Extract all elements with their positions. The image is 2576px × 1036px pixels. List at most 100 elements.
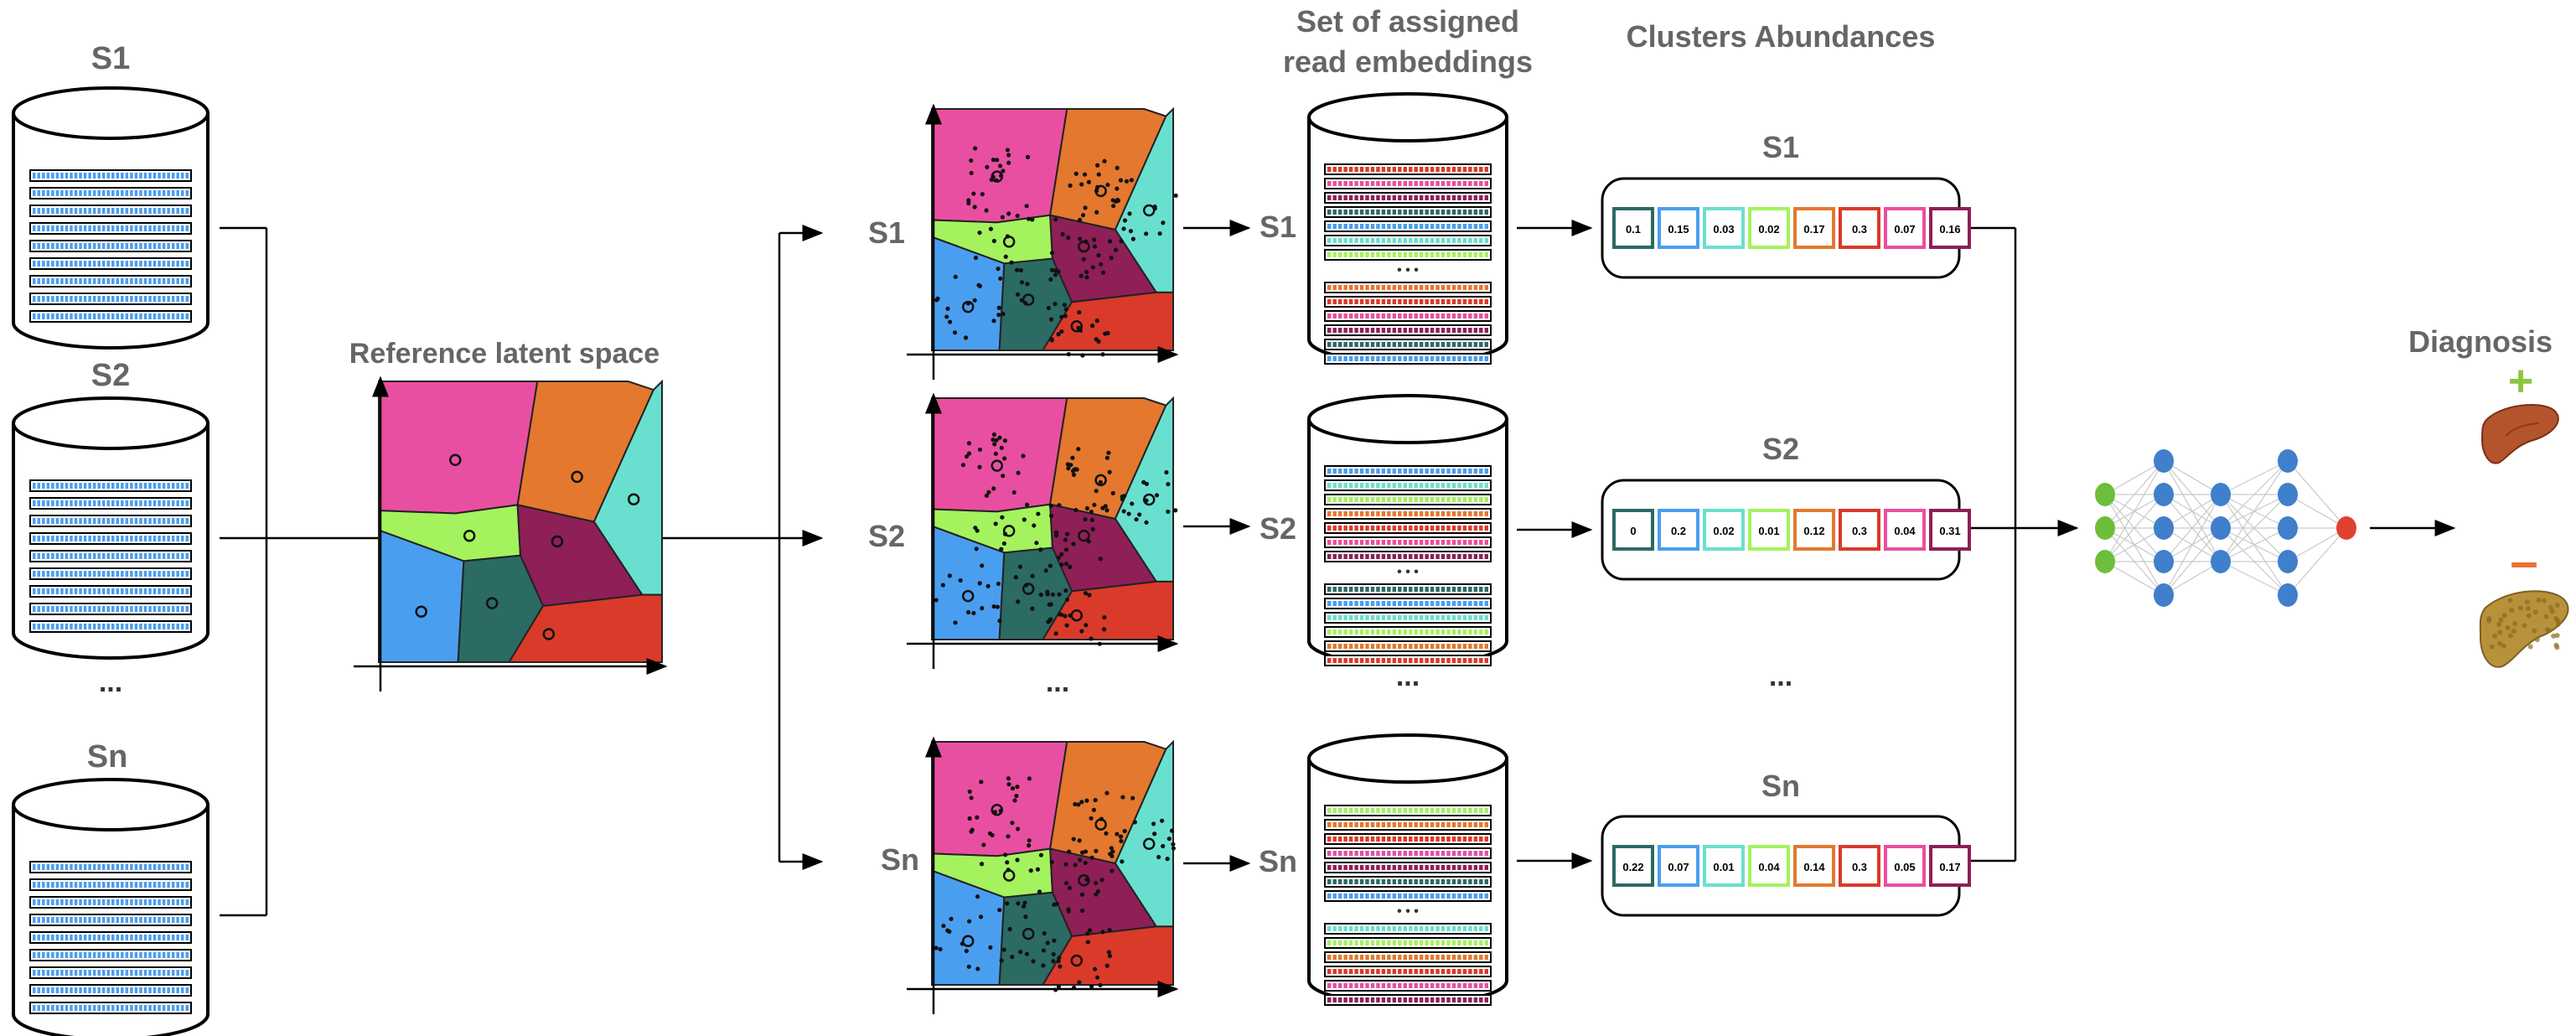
row-cell: [116, 296, 120, 302]
row-cell: [1419, 587, 1424, 592]
read-point: [1042, 930, 1047, 936]
row-cell: [1403, 483, 1407, 488]
liver-nodule: [2489, 644, 2495, 650]
row-cell: [1457, 554, 1461, 559]
row-cell: [1387, 469, 1391, 474]
abundance-cell: 0.01: [1748, 509, 1790, 551]
row-cell: [1473, 865, 1478, 870]
row-cell: [1348, 554, 1353, 559]
row-cell: [139, 970, 142, 976]
row-cell: [1425, 299, 1429, 304]
row-cell: [88, 261, 91, 267]
row-cell: [60, 500, 64, 506]
row-cell: [65, 588, 69, 594]
row-cell: [1409, 299, 1413, 304]
row-cell: [92, 952, 96, 958]
network-edge: [2163, 494, 2222, 596]
read-point: [975, 966, 980, 971]
embedding-row: [29, 861, 192, 873]
network-edge: [2163, 561, 2222, 596]
row-cell: [51, 882, 54, 888]
row-cell: [1370, 629, 1375, 635]
row-cell: [74, 917, 78, 923]
abundance-cell-border: [1929, 845, 1971, 887]
row-cell: [1441, 955, 1446, 960]
row-cell: [1348, 285, 1353, 290]
read-point: [1021, 904, 1027, 909]
row-cell: [171, 571, 175, 577]
row-cell: [1354, 238, 1358, 243]
row-cell: [33, 296, 36, 302]
row-cell: [1479, 837, 1483, 842]
row-cell: [167, 208, 170, 214]
row-cell: [111, 987, 115, 993]
mid-label-sn: Sn: [1259, 844, 1297, 878]
read-point: [1030, 573, 1035, 578]
row-cell: [148, 970, 152, 976]
read-point: [1089, 636, 1094, 641]
row-cell: [1387, 587, 1391, 592]
row-cell: [1337, 210, 1342, 215]
row-cell: [1441, 299, 1446, 304]
read-point: [979, 862, 985, 867]
row-cell: [167, 606, 170, 612]
row-cell: [70, 208, 73, 214]
row-cell: [1376, 865, 1380, 870]
row-cell: [1435, 808, 1440, 813]
row-cell: [125, 553, 129, 559]
row-cell: [1392, 526, 1397, 531]
row-cell: [1398, 808, 1402, 813]
read-point: [1094, 319, 1099, 324]
row-cell: [1376, 167, 1380, 172]
input-neuron: [2095, 550, 2115, 573]
row-cell: [1332, 587, 1337, 592]
row-cell: [1409, 940, 1413, 945]
read-point: [1094, 880, 1099, 886]
row-cell: [1419, 822, 1424, 827]
read-point: [1059, 314, 1064, 319]
cluster-centroid: [991, 459, 1004, 472]
row-cell: [1354, 879, 1358, 884]
row-cell: [148, 899, 152, 905]
row-cell: [1425, 285, 1429, 290]
row-cell: [153, 624, 157, 629]
read-point: [1022, 517, 1027, 522]
row-cell: [1381, 328, 1386, 333]
row-cell: [83, 278, 87, 284]
read-point: [934, 598, 939, 603]
row-cell: [1376, 497, 1380, 502]
row-cell: [97, 296, 101, 302]
row-cell: [1441, 526, 1446, 531]
row-cell: [1419, 181, 1424, 186]
row-cell: [79, 1005, 82, 1011]
row-cell: [1451, 167, 1456, 172]
diagnosis-panel: [2479, 404, 2569, 668]
row-cell: [167, 987, 170, 993]
row-cell: [83, 208, 87, 214]
row-cell: [167, 882, 170, 888]
row-cell: [1468, 356, 1472, 361]
read-point: [972, 205, 977, 210]
row-cell: [1359, 644, 1364, 649]
row-cell: [1376, 894, 1380, 899]
read-point: [991, 158, 996, 163]
row-cell: [1403, 210, 1407, 215]
row-cell: [79, 536, 82, 541]
read-point: [991, 432, 997, 438]
read-point: [1157, 231, 1162, 236]
row-cell: [1414, 865, 1418, 870]
row-cell: [1430, 181, 1435, 186]
row-cell: [1446, 328, 1451, 333]
cluster-centroid: [449, 453, 462, 467]
row-cell: [1332, 356, 1337, 361]
read-point: [996, 267, 1001, 272]
row-cell: [1332, 342, 1337, 347]
row-cell: [1414, 497, 1418, 502]
row-cell: [1365, 587, 1369, 592]
row-cell: [1484, 511, 1488, 516]
row-cell: [1381, 808, 1386, 813]
row-cell: [139, 536, 142, 541]
row-cell: [33, 225, 36, 231]
row-cell: [79, 500, 82, 506]
